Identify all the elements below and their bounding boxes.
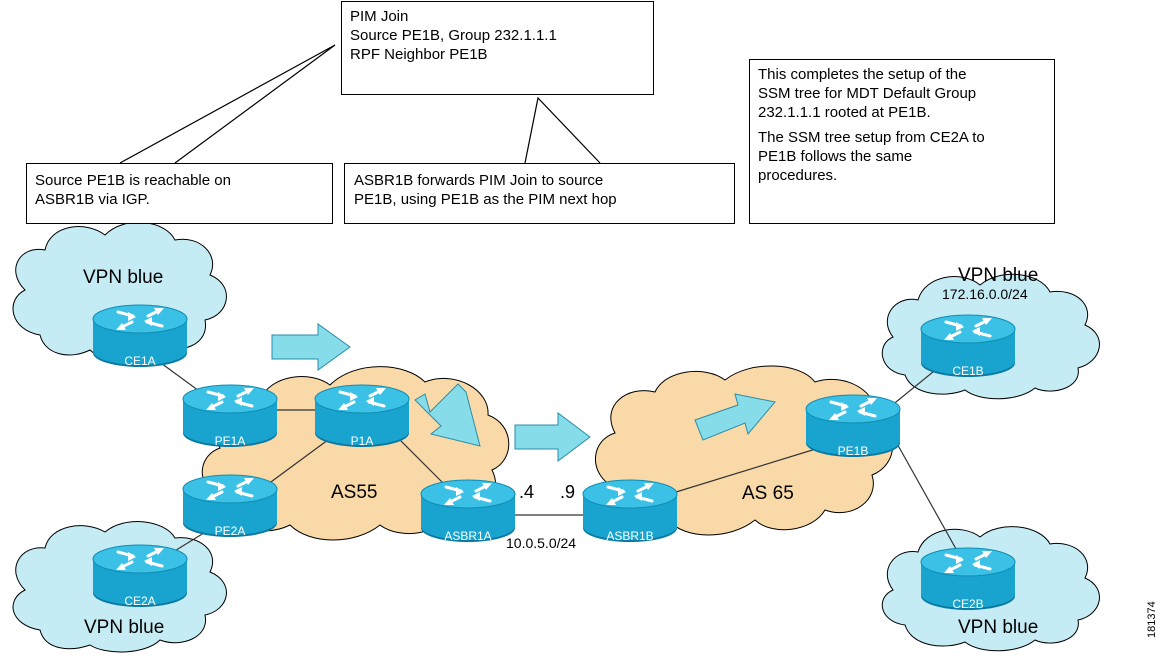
- link-subnet: 10.0.5.0/24: [506, 535, 576, 551]
- svg-text:PE1B: PE1B: [838, 444, 869, 458]
- router-pe2a: PE2A: [181, 473, 279, 539]
- forwards-callout: ASBR1B forwards PIM Join to source PE1B,…: [344, 163, 735, 224]
- pim-join-line-3: RPF Neighbor PE1B: [350, 46, 488, 63]
- reachable-line-2: ASBR1B via IGP.: [35, 191, 150, 208]
- router-ce1a: CE1A: [91, 303, 189, 369]
- vpn-subnet-top-right: 172.16.0.0/24: [942, 286, 1028, 302]
- router-ce2b: CE2B: [919, 546, 1017, 612]
- arrow-p1a-to-asbr1a: [414, 383, 481, 447]
- vpn-label-top-left: VPN blue: [83, 267, 163, 288]
- as55-label: AS55: [331, 482, 377, 503]
- vpn-label-top-right: VPN blue: [958, 265, 1038, 286]
- reachable-line-1: Source PE1B is reachable on: [35, 172, 231, 189]
- svg-text:CE2A: CE2A: [124, 594, 155, 608]
- svg-text:CE2B: CE2B: [952, 597, 983, 611]
- completion-line-1: This completes the setup of the: [758, 66, 967, 83]
- svg-text:CE1B: CE1B: [952, 364, 983, 378]
- same-procedure-line-2: PE1B follows the same: [758, 148, 913, 165]
- arrow-ce1a-to-pe1a: [271, 323, 351, 371]
- svg-text:PE1A: PE1A: [215, 434, 246, 448]
- pim-join-line-2: Source PE1B, Group 232.1.1.1: [350, 27, 557, 44]
- join-flow-arrows: [271, 323, 776, 462]
- asbr1b-address: .9: [560, 482, 575, 502]
- pim-join-line-1: PIM Join: [350, 8, 409, 25]
- svg-text:P1A: P1A: [351, 434, 374, 448]
- same-procedure-line-3: procedures.: [758, 167, 838, 184]
- router-pe1a: PE1A: [181, 383, 279, 449]
- completion-line-3: 232.1.1.1 rooted at PE1B.: [758, 104, 931, 121]
- svg-text:ASBR1A: ASBR1A: [444, 529, 491, 543]
- forwards-line-2: PE1B, using PE1B as the PIM next hop: [354, 191, 617, 208]
- svg-text:ASBR1B: ASBR1B: [606, 529, 653, 543]
- callout-pointers: [119, 44, 601, 164]
- arrow-asbr1a-to-asbr1b: [514, 412, 591, 462]
- as65-label: AS 65: [742, 483, 794, 504]
- pim-join-callout: PIM Join Source PE1B, Group 232.1.1.1 RP…: [341, 1, 654, 95]
- asbr1a-address: .4: [519, 482, 534, 502]
- router-asbr1b: ASBR1B: [581, 478, 679, 544]
- svg-text:CE1A: CE1A: [124, 354, 155, 368]
- reachable-callout: Source PE1B is reachable on ASBR1B via I…: [26, 163, 333, 224]
- router-ce2a: CE2A: [91, 543, 189, 609]
- router-ce1b: CE1B: [919, 313, 1017, 379]
- router-p1a: P1A: [313, 383, 411, 449]
- vpn-label-bottom-left: VPN blue: [84, 617, 164, 638]
- forwards-line-1: ASBR1B forwards PIM Join to source: [354, 172, 604, 189]
- router-pe1b: PE1B: [804, 393, 902, 459]
- figure-id: 181374: [1146, 601, 1158, 638]
- svg-text:PE2A: PE2A: [215, 524, 246, 538]
- router-asbr1a: ASBR1A: [419, 478, 517, 544]
- arrow-asbr1b-to-pe1b: [694, 393, 776, 441]
- same-procedure-line-1: The SSM tree setup from CE2A to: [758, 129, 985, 146]
- completion-callout: This completes the setup of the SSM tree…: [749, 59, 1055, 224]
- completion-line-2: SSM tree for MDT Default Group: [758, 85, 977, 102]
- vpn-label-bottom-right: VPN blue: [958, 617, 1038, 638]
